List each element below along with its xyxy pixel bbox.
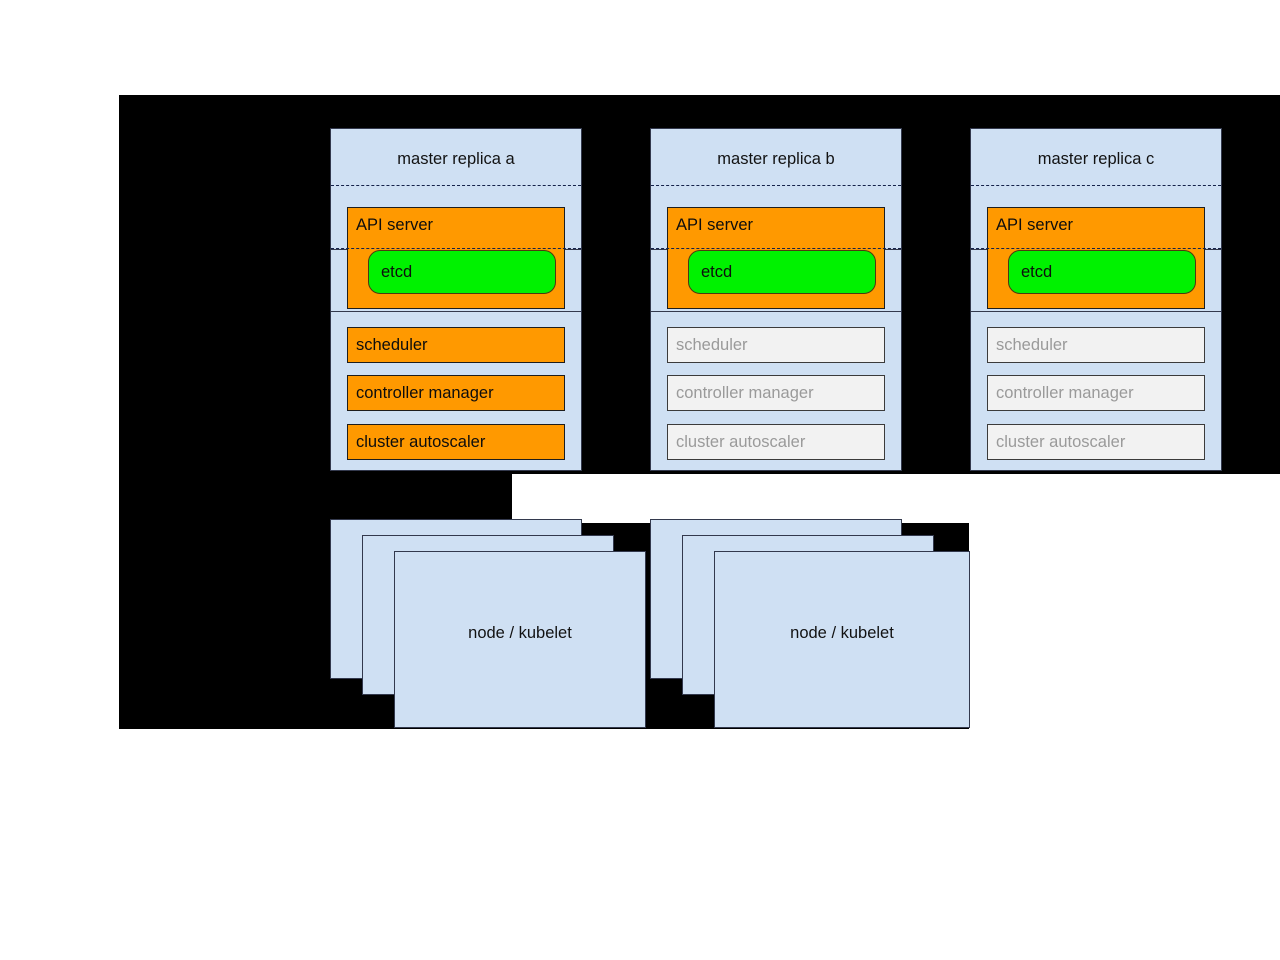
backdrop-band-left-mid: [119, 474, 512, 524]
etcd-box[interactable]: etcd: [368, 250, 556, 294]
node-kubelet-label: node / kubelet: [468, 624, 572, 642]
etcd-box[interactable]: etcd: [688, 250, 876, 294]
replica-divider-solid-lower: [331, 311, 581, 312]
api-server-divider-dashed: [331, 248, 581, 249]
api-server-label: API server: [356, 216, 434, 234]
replica-divider-solid-lower: [651, 311, 901, 312]
api-server-box[interactable]: API server etcd: [331, 207, 581, 309]
api-server-box[interactable]: API server etcd: [971, 207, 1221, 309]
scheduler-box[interactable]: scheduler: [667, 327, 885, 363]
master-replica-card-b[interactable]: master replica b API server etcd schedul…: [650, 128, 902, 471]
master-replica-card-a[interactable]: master replica a API server etcd schedul…: [330, 128, 582, 471]
api-server-box[interactable]: API server etcd: [651, 207, 901, 309]
controller-manager-box[interactable]: controller manager: [347, 375, 565, 411]
etcd-box[interactable]: etcd: [1008, 250, 1196, 294]
replica-divider-dashed-top: [651, 185, 901, 186]
api-server-label: API server: [676, 216, 754, 234]
cluster-autoscaler-box[interactable]: cluster autoscaler: [987, 424, 1205, 460]
master-replica-card-c[interactable]: master replica c API server etcd schedul…: [970, 128, 1222, 471]
master-replica-title: master replica c: [1037, 150, 1155, 168]
master-replica-title: master replica b: [717, 150, 835, 168]
replica-divider-dashed-top: [331, 185, 581, 186]
api-server-label: API server: [996, 216, 1074, 234]
controller-manager-box[interactable]: controller manager: [667, 375, 885, 411]
replica-divider-solid-lower: [971, 311, 1221, 312]
cluster-autoscaler-box[interactable]: cluster autoscaler: [667, 424, 885, 460]
api-server-divider-dashed: [651, 248, 901, 249]
scheduler-box[interactable]: scheduler: [987, 327, 1205, 363]
api-server-divider-dashed: [971, 248, 1221, 249]
replica-divider-dashed-top: [971, 185, 1221, 186]
node-card-front[interactable]: node / kubelet: [714, 551, 970, 728]
node-kubelet-label: node / kubelet: [790, 624, 894, 642]
node-card-front[interactable]: node / kubelet: [394, 551, 646, 728]
master-replica-title: master replica a: [397, 150, 515, 168]
controller-manager-box[interactable]: controller manager: [987, 375, 1205, 411]
scheduler-box[interactable]: scheduler: [347, 327, 565, 363]
cluster-autoscaler-box[interactable]: cluster autoscaler: [347, 424, 565, 460]
